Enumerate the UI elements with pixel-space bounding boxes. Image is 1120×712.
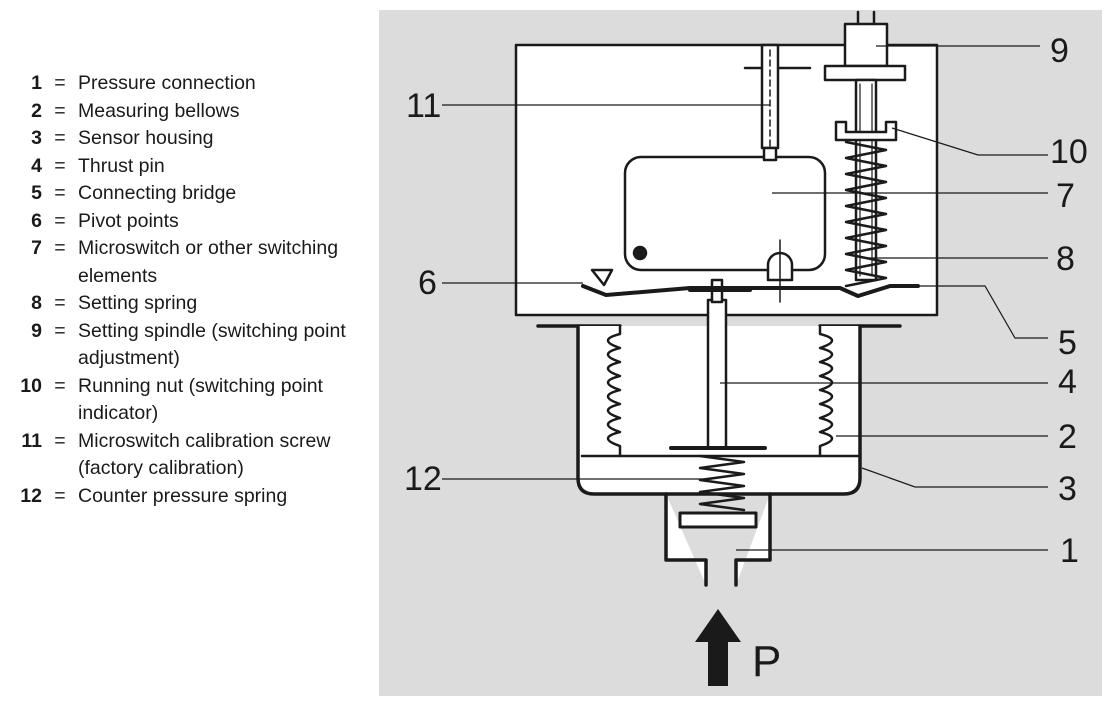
legend-number: 5 [31, 182, 42, 204]
legend-equals: = [54, 429, 66, 452]
legend-text: Pivot points [78, 209, 179, 232]
calibration-screw-tip [762, 146, 778, 162]
callout-12: 12 [404, 460, 442, 498]
leader-line-10 [891, 127, 1048, 156]
callout-7: 7 [1056, 177, 1075, 215]
legend-number: 7 [31, 237, 42, 259]
callout-4: 4 [1058, 363, 1077, 401]
legend-number: 11 [21, 429, 42, 452]
pressure-label: P [752, 637, 781, 686]
legend-equals: = [54, 154, 66, 177]
callout-5: 5 [1058, 324, 1077, 362]
legend-item-11: 11 = Microswitch calibration screw (fact… [14, 428, 364, 483]
legend-equals: = [54, 484, 66, 507]
setting-spindle-head [843, 22, 889, 68]
thrust-pin [706, 298, 728, 450]
legend-text: Setting spring [78, 292, 198, 314]
setting-spring [844, 140, 888, 288]
legend-item-5: 5 = Connecting bridge [14, 180, 364, 208]
legend-equals: = [54, 292, 66, 314]
connecting-bridge [581, 284, 920, 298]
callout-10: 10 [1050, 133, 1088, 171]
legend-number: 2 [31, 99, 42, 122]
legend-item-1: 1 = Pressure connection [14, 70, 364, 98]
callout-8: 8 [1056, 240, 1075, 278]
callout-6: 6 [418, 264, 437, 302]
callout-2: 2 [1058, 418, 1077, 456]
pressure-arrow-icon [695, 609, 741, 686]
legend-text: Pressure connection [78, 72, 256, 94]
legend-item-4: 4 = Thrust pin [14, 153, 364, 181]
legend-equals: = [54, 127, 66, 149]
legend-text: Setting spindle (switching point adjustm… [78, 319, 346, 370]
legend-item-8: 8 = Setting spring [14, 290, 364, 318]
legend-number: 4 [31, 154, 42, 177]
spindle-collar [823, 64, 907, 82]
legend-text: Sensor housing [78, 127, 214, 149]
leader-line-3 [861, 467, 1048, 488]
legend-item-2: 2 = Measuring bellows [14, 98, 364, 126]
legend-item-6: 6 = Pivot points [14, 208, 364, 236]
legend-equals: = [54, 99, 66, 122]
bellows-right [818, 324, 834, 458]
legend-equals: = [54, 237, 66, 259]
legend-equals: = [54, 209, 66, 232]
legend-item-3: 3 = Sensor housing [14, 125, 364, 153]
legend-number: 8 [31, 292, 42, 314]
microswitch [623, 155, 827, 272]
callout-1: 1 [1060, 532, 1079, 570]
legend-item-7: 7 = Microswitch or other switching eleme… [14, 235, 364, 290]
legend-equals: = [54, 72, 66, 94]
legend: 1 = Pressure connection 2 = Measuring be… [14, 70, 364, 510]
pressure-switch-diagram: P 1 2 3 4 5 6 7 8 9 10 11 12 [379, 10, 1102, 696]
callout-9: 9 [1050, 32, 1069, 70]
legend-text: Thrust pin [78, 154, 165, 177]
legend-equals: = [54, 374, 66, 397]
counter-pressure-spring [698, 454, 746, 512]
pivot-point [590, 268, 614, 287]
callout-3: 3 [1058, 470, 1077, 508]
legend-text: Running nut (switching point indicator) [78, 374, 323, 425]
legend-item-10: 10 = Running nut (switching point indica… [14, 373, 364, 428]
running-nut [834, 120, 898, 142]
legend-equals: = [54, 319, 66, 342]
leader-line-5 [900, 285, 1048, 339]
legend-number: 3 [31, 127, 42, 149]
legend-text: Microswitch or other switching elements [78, 237, 339, 287]
legend-item-9: 9 = Setting spindle (switching point adj… [14, 318, 364, 373]
legend-number: 10 [20, 374, 42, 397]
legend-number: 1 [31, 72, 42, 94]
pressure-connection [664, 492, 772, 587]
bellows-left [606, 324, 622, 458]
legend-equals: = [54, 182, 66, 204]
legend-number: 12 [20, 484, 42, 507]
callout-11: 11 [406, 87, 441, 125]
legend-text: Connecting bridge [78, 182, 237, 204]
legend-number: 9 [31, 319, 42, 342]
legend-text: Measuring bellows [78, 99, 240, 122]
legend-item-12: 12 = Counter pressure spring [14, 483, 364, 511]
legend-text: Counter pressure spring [78, 484, 288, 507]
microswitch-terminal [632, 245, 648, 261]
spring-seat [678, 511, 758, 529]
diagram-svg: P 1 2 3 4 5 6 7 8 9 10 11 12 [404, 10, 1088, 686]
legend-text: Microswitch calibration screw (factory c… [78, 429, 331, 480]
legend-number: 6 [31, 209, 42, 232]
